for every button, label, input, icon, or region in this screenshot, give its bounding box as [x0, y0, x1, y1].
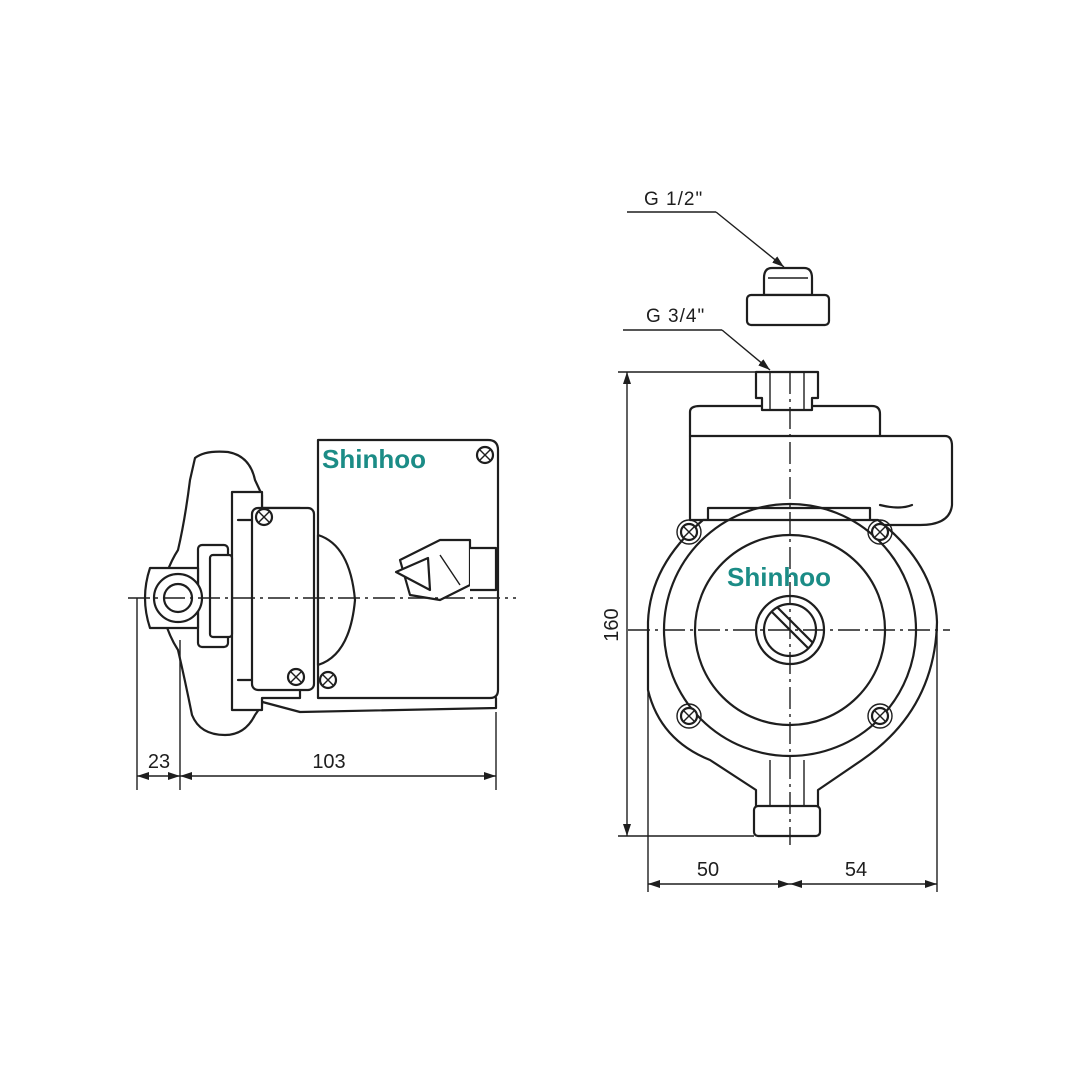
stator-plate	[250, 506, 316, 692]
arrow-icon	[721, 329, 771, 371]
adapter-nut	[745, 266, 831, 327]
front-height-dimension: 160	[601, 371, 756, 837]
pump-body	[646, 518, 939, 814]
arrow-icon	[715, 211, 785, 268]
svg-text:G 1/2": G 1/2"	[644, 189, 703, 210]
dim-left-width: 50	[697, 859, 719, 881]
dim-inlet-depth: 23	[148, 751, 170, 773]
electrical-connector	[394, 538, 498, 602]
front-brand-logo: Shinhoo	[727, 562, 831, 592]
screw-icon	[254, 507, 274, 527]
side-view: Shinhoo 23 103	[128, 438, 516, 790]
dim-body-length: 103	[312, 751, 345, 773]
callout-port-thread: G 3/4"	[623, 306, 771, 371]
dim-height: 160	[601, 608, 623, 641]
outlet-port	[754, 370, 820, 412]
drain-plug	[752, 804, 822, 838]
screw-icon	[679, 706, 699, 726]
callout-adapter-thread: G 1/2"	[627, 189, 785, 268]
front-view: Shinhoo G 1/2" G 3/4" 160 50 54	[601, 189, 954, 892]
svg-text:G 3/4": G 3/4"	[646, 306, 705, 327]
screw-icon	[286, 667, 306, 687]
dim-right-width: 54	[845, 859, 867, 881]
side-brand-logo: Shinhoo	[322, 444, 426, 474]
rear-bulge	[316, 533, 357, 667]
housing-base	[253, 696, 498, 714]
screw-icon	[318, 670, 338, 690]
screw-icon	[475, 445, 495, 465]
side-dimensions: 23 103	[136, 598, 497, 790]
screw-icon	[870, 706, 890, 726]
front-width-dimensions: 50 54	[647, 622, 938, 892]
screw-icon	[870, 522, 890, 542]
screw-icon	[679, 522, 699, 542]
